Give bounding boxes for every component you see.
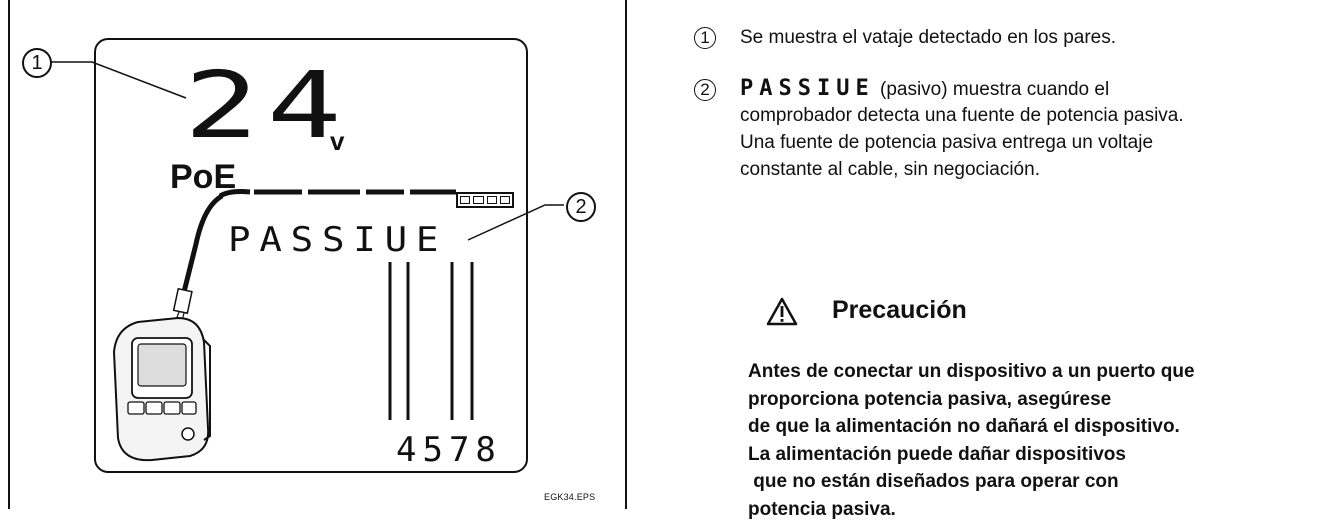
legend-2-line-1: PASSIUE (pasivo) muestra cuando el bbox=[740, 75, 1109, 103]
legend-2-text-a: (pasivo) muestra cuando el bbox=[880, 79, 1110, 100]
pins-segment: 4578 bbox=[396, 430, 502, 470]
legend-2-line-2: comprobador detecta una fuente de potenc… bbox=[740, 105, 1184, 126]
reading-unit: v bbox=[330, 126, 345, 156]
lcd-display-frame bbox=[94, 38, 528, 473]
legend-2-badge: 2 bbox=[694, 79, 716, 101]
figure-left-rule bbox=[8, 0, 10, 509]
poe-label: PoE bbox=[170, 158, 237, 196]
figure-right-rule bbox=[625, 0, 627, 509]
legend-1-badge: 1 bbox=[694, 27, 716, 49]
legend-2-line-3: Una fuente de potencia pasiva entrega un… bbox=[740, 132, 1154, 153]
legend-2-line-4: constante al cable, sin negociación. bbox=[740, 159, 1040, 180]
callout-1-badge: 1 bbox=[22, 48, 52, 78]
legend-2-segment: PASSIUE bbox=[740, 76, 875, 101]
warning-triangle-icon bbox=[766, 297, 798, 326]
caution-title: Precaución bbox=[800, 296, 967, 325]
passive-status-segment: PASSIUE bbox=[228, 220, 448, 260]
caution-body: Antes de conectar un dispositivo a un pu… bbox=[748, 361, 1195, 520]
legend-1-text: Se muestra el vatajе detectado en los pa… bbox=[740, 27, 1117, 48]
caution-title-text: Precaución bbox=[832, 296, 967, 324]
reading-value: 24 bbox=[184, 52, 350, 159]
battery-icon bbox=[456, 192, 514, 208]
figure-code: EGK34.EPS bbox=[544, 492, 596, 502]
callout-2-badge: 2 bbox=[566, 192, 596, 222]
